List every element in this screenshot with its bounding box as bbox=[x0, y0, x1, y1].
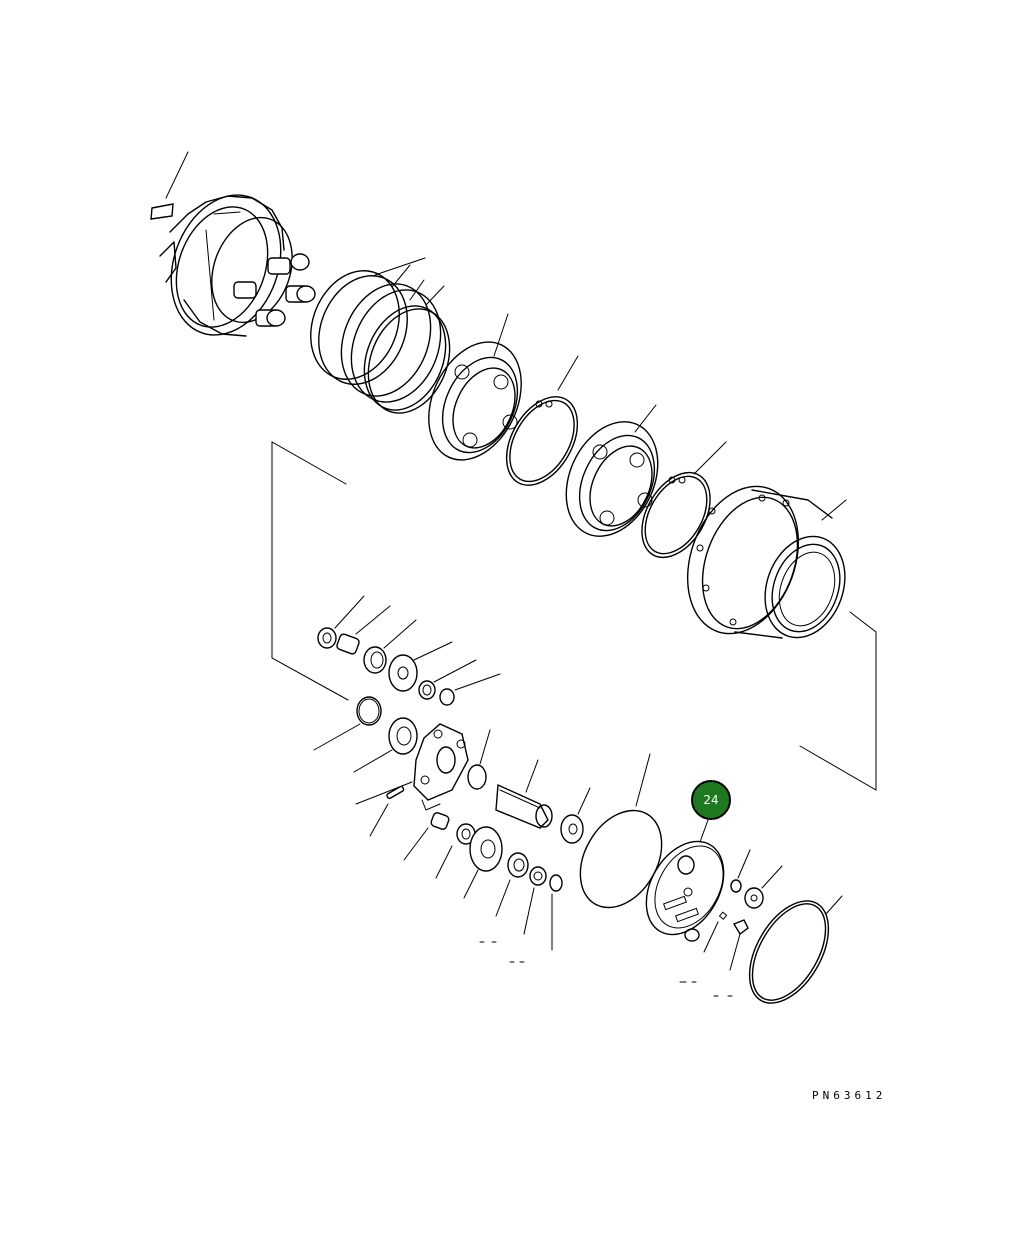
cover-fittings bbox=[479, 849, 843, 1004]
motor-housing bbox=[150, 151, 316, 337]
drawing-code: PN63612 bbox=[812, 1089, 887, 1102]
planetary-parts bbox=[313, 595, 591, 951]
cover-part-24[interactable] bbox=[631, 819, 740, 948]
snap-ring-2 bbox=[641, 441, 727, 559]
part-callout-24[interactable]: 24 bbox=[691, 780, 731, 820]
snap-ring-1 bbox=[505, 355, 579, 486]
bearing-2 bbox=[565, 404, 659, 537]
bearing-1 bbox=[428, 313, 522, 461]
ring-gear-housing bbox=[686, 485, 847, 639]
seal-rings bbox=[310, 257, 451, 414]
callout-label: 24 bbox=[703, 793, 719, 807]
group-bracket bbox=[271, 441, 877, 791]
